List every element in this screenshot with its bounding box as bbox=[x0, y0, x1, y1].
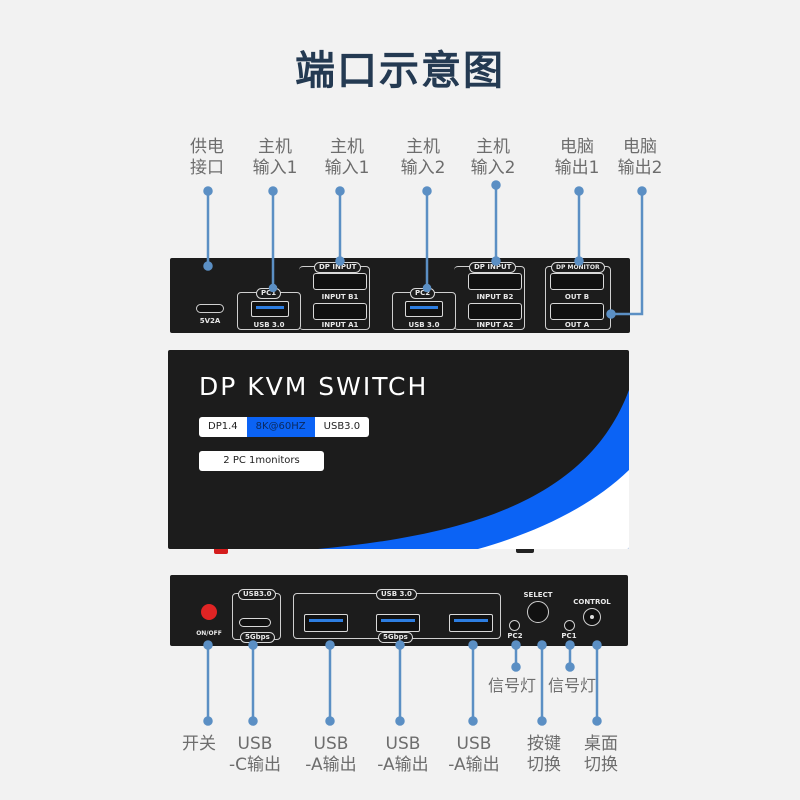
callout-host-input-2-usb: 主机 输入2 bbox=[400, 137, 446, 178]
usba-5gbps-label: 5Gbps bbox=[378, 632, 413, 643]
dp-port-input-a2 bbox=[468, 303, 522, 320]
power-port-label: 5V2A bbox=[199, 317, 221, 325]
pc1-led-label: PC1 bbox=[561, 632, 577, 640]
leader-key-switch bbox=[537, 640, 547, 726]
usb-c-power-port bbox=[196, 304, 224, 313]
spec-tag-resolution: 8K@60HZ bbox=[246, 417, 315, 437]
callout-usb-a-output-2: USB -A输出 bbox=[377, 734, 429, 775]
leader-pc2-led bbox=[511, 640, 521, 672]
input-a1-label: INPUT A1 bbox=[321, 321, 359, 329]
dp-port-input-b1 bbox=[313, 273, 367, 290]
dp-port-input-a1 bbox=[313, 303, 367, 320]
select-button-edge bbox=[516, 549, 534, 553]
leader-pc-output-2 bbox=[611, 191, 644, 316]
pc1-indicator-led bbox=[564, 620, 575, 631]
usbc-usb30-label: USB3.0 bbox=[238, 589, 277, 600]
usb-a-port-2 bbox=[376, 614, 420, 632]
out-b-label: OUT B bbox=[564, 293, 590, 301]
pc1-label: PC1 bbox=[256, 288, 282, 299]
dp-port-out-b bbox=[550, 273, 604, 290]
leader-power-switch bbox=[203, 640, 213, 726]
product-name: DP KVM SWITCH bbox=[199, 372, 429, 401]
spec-tag-usb: USB3.0 bbox=[314, 417, 370, 437]
pc2-led-label: PC2 bbox=[507, 632, 523, 640]
dp-port-input-b2 bbox=[468, 273, 522, 290]
usbc-5gbps-label: 5Gbps bbox=[240, 632, 275, 643]
pc1-indicator-caption: 信号灯 bbox=[547, 676, 596, 695]
callout-usb-a-output-3: USB -A输出 bbox=[448, 734, 500, 775]
callout-host-input-1-dp: 主机 输入1 bbox=[324, 137, 370, 178]
leader-pc-output-1 bbox=[574, 186, 584, 266]
pc2-label: PC2 bbox=[410, 288, 436, 299]
leader-usb-a-output-1 bbox=[325, 640, 335, 726]
page-title: 端口示意图 bbox=[295, 48, 505, 94]
usb-a-port-1 bbox=[304, 614, 348, 632]
usb30-label-1: USB 3.0 bbox=[246, 321, 292, 329]
front-view-device: DP KVM SWITCH DP1.4 8K@60HZ USB3.0 2 PC … bbox=[168, 350, 629, 549]
callout-pc-output-1: 电脑 输出1 bbox=[554, 137, 600, 178]
control-port bbox=[583, 608, 601, 626]
power-button-edge bbox=[214, 549, 228, 554]
input-a2-label: INPUT A2 bbox=[476, 321, 514, 329]
leader-host-input-2-usb bbox=[422, 186, 432, 293]
control-label: CONTROL bbox=[573, 598, 611, 606]
callout-usb-c-output: USB -C输出 bbox=[228, 734, 281, 775]
usb-c-port bbox=[239, 618, 271, 627]
callout-key-switch: 按键 切换 bbox=[527, 734, 561, 775]
callout-host-input-2-dp: 主机 输入2 bbox=[470, 137, 516, 178]
callout-pc-output-2: 电脑 输出2 bbox=[617, 137, 663, 178]
callout-host-input-1-usb: 主机 输入1 bbox=[252, 137, 298, 178]
pc2-indicator-caption: 信号灯 bbox=[487, 676, 536, 695]
leader-host-input-2-dp bbox=[491, 180, 501, 266]
leader-host-input-1-usb bbox=[268, 186, 278, 293]
on-off-label: ON/OFF bbox=[196, 630, 222, 637]
usb30-label-2: USB 3.0 bbox=[401, 321, 447, 329]
usb-a-port-pc1 bbox=[251, 301, 289, 317]
dp-port-out-a bbox=[550, 303, 604, 320]
select-label: SELECT bbox=[523, 591, 553, 599]
leader-usb-c-output bbox=[248, 640, 258, 726]
usba-usb30-label: USB 3.0 bbox=[376, 589, 417, 600]
select-button[interactable] bbox=[527, 601, 549, 623]
leader-usb-a-output-3 bbox=[468, 640, 478, 726]
control-port-pin bbox=[590, 615, 594, 619]
leader-host-input-1-dp bbox=[335, 186, 345, 266]
usb-a-port-pc2 bbox=[405, 301, 443, 317]
power-button[interactable] bbox=[201, 604, 217, 620]
front-swoosh bbox=[318, 390, 629, 549]
leader-usb-a-output-2 bbox=[395, 640, 405, 726]
callout-usb-a-output-1: USB -A输出 bbox=[305, 734, 357, 775]
callout-desktop-switch: 桌面 切换 bbox=[584, 734, 618, 775]
out-a-label: OUT A bbox=[564, 321, 590, 329]
leader-desktop-switch bbox=[592, 640, 602, 726]
callout-power-port: 供电 接口 bbox=[190, 137, 224, 178]
usb-a-port-3 bbox=[449, 614, 493, 632]
leader-power-port bbox=[203, 186, 213, 271]
callout-power-switch: 开关 bbox=[182, 734, 216, 754]
config-tag: 2 PC 1monitors bbox=[199, 451, 324, 471]
spec-tag-dp: DP1.4 bbox=[199, 417, 247, 437]
input-b1-label: INPUT B1 bbox=[321, 293, 359, 301]
input-b2-label: INPUT B2 bbox=[476, 293, 514, 301]
spec-tags: DP1.4 8K@60HZ USB3.0 bbox=[199, 417, 370, 437]
pc2-indicator-led bbox=[509, 620, 520, 631]
leader-pc1-led bbox=[565, 640, 575, 672]
